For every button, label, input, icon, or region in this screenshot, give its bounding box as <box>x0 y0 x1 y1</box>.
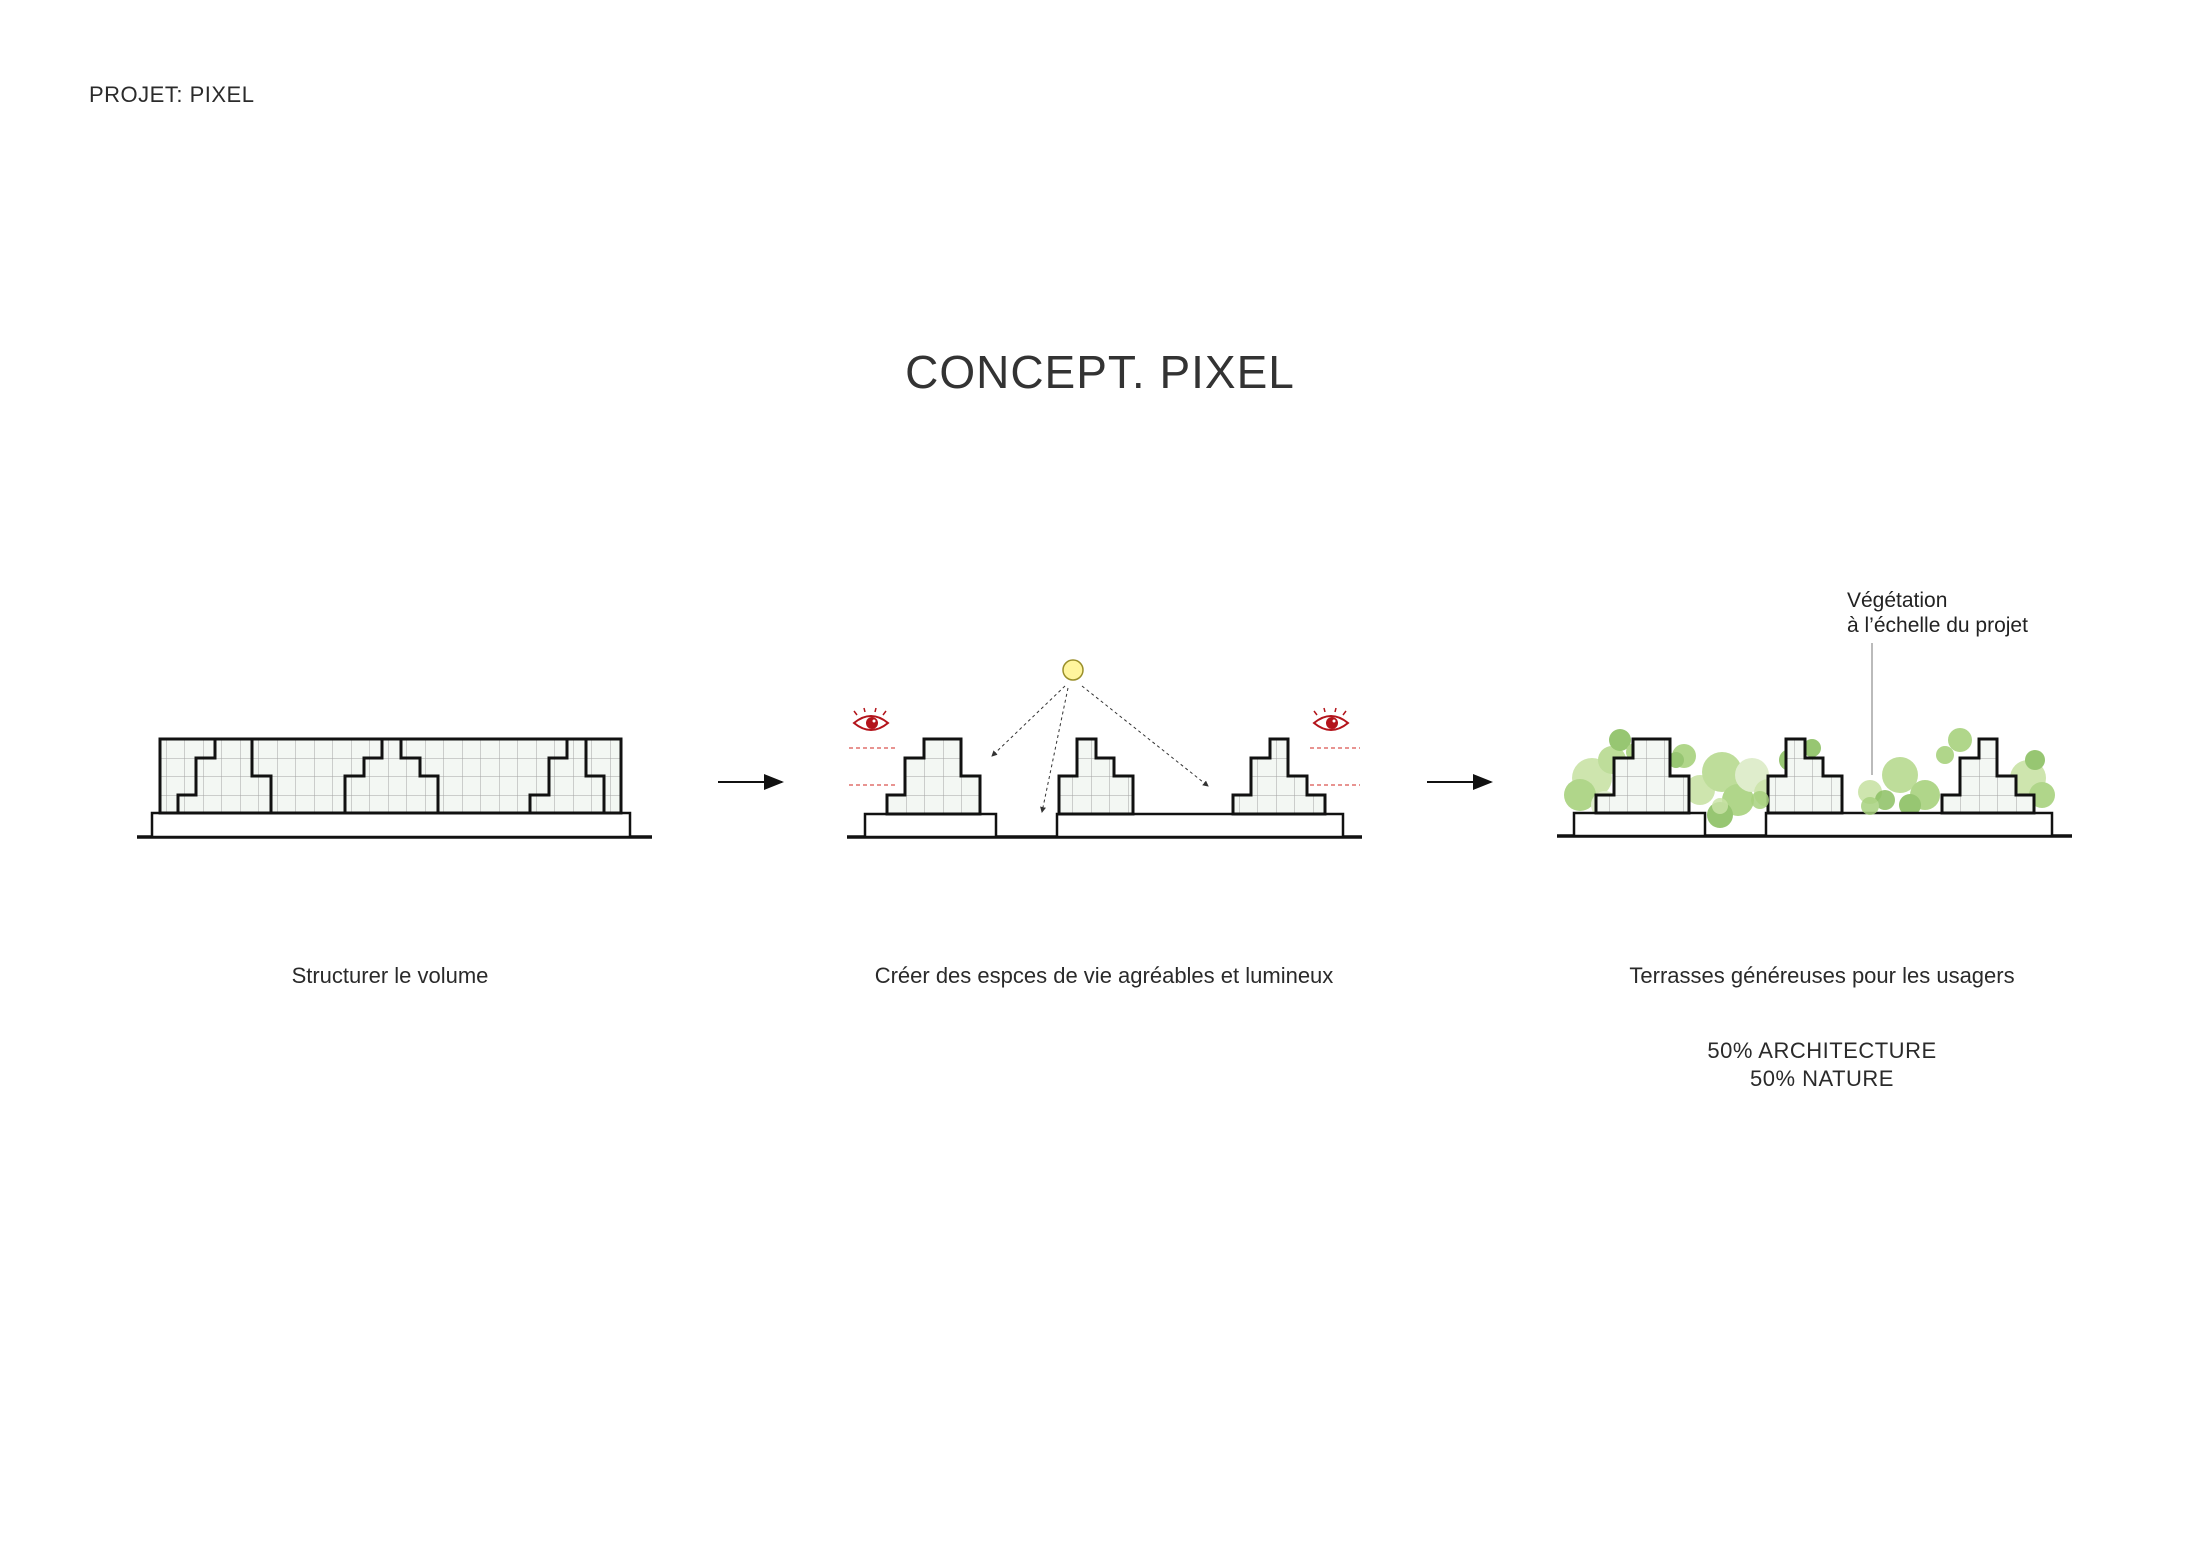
ratio-nature: 50% NATURE <box>1750 1066 1894 1091</box>
step3-caption: Terrasses généreuses pour les usagers <box>1629 963 2015 988</box>
eye-icon <box>852 707 890 731</box>
vegetation-annotation-line1: Végétation <box>1847 589 1948 612</box>
vegetation-annotation: Végétation à l’échelle du projet <box>1847 588 2028 638</box>
page-title: CONCEPT. PIXEL <box>905 346 1295 398</box>
step1-volume <box>137 737 652 839</box>
vegetation-annotation-line2: à l’échelle du projet <box>1847 614 2028 637</box>
project-label: PROJET: PIXEL <box>89 82 255 107</box>
eye-icon <box>1312 707 1350 731</box>
vegetation <box>1564 728 2055 828</box>
step2-spaces <box>847 659 1362 839</box>
ratio-summary: 50% ARCHITECTURE 50% NATURE <box>1707 1037 1936 1093</box>
tree-icon <box>1712 790 1895 815</box>
ratio-architecture: 50% ARCHITECTURE <box>1707 1038 1937 1063</box>
step1-caption: Structurer le volume <box>291 963 489 988</box>
step3-terraces <box>1557 643 2072 838</box>
step2-caption: Créer des espces de vie agréables et lum… <box>874 963 1334 988</box>
sun-icon <box>1062 659 1084 681</box>
